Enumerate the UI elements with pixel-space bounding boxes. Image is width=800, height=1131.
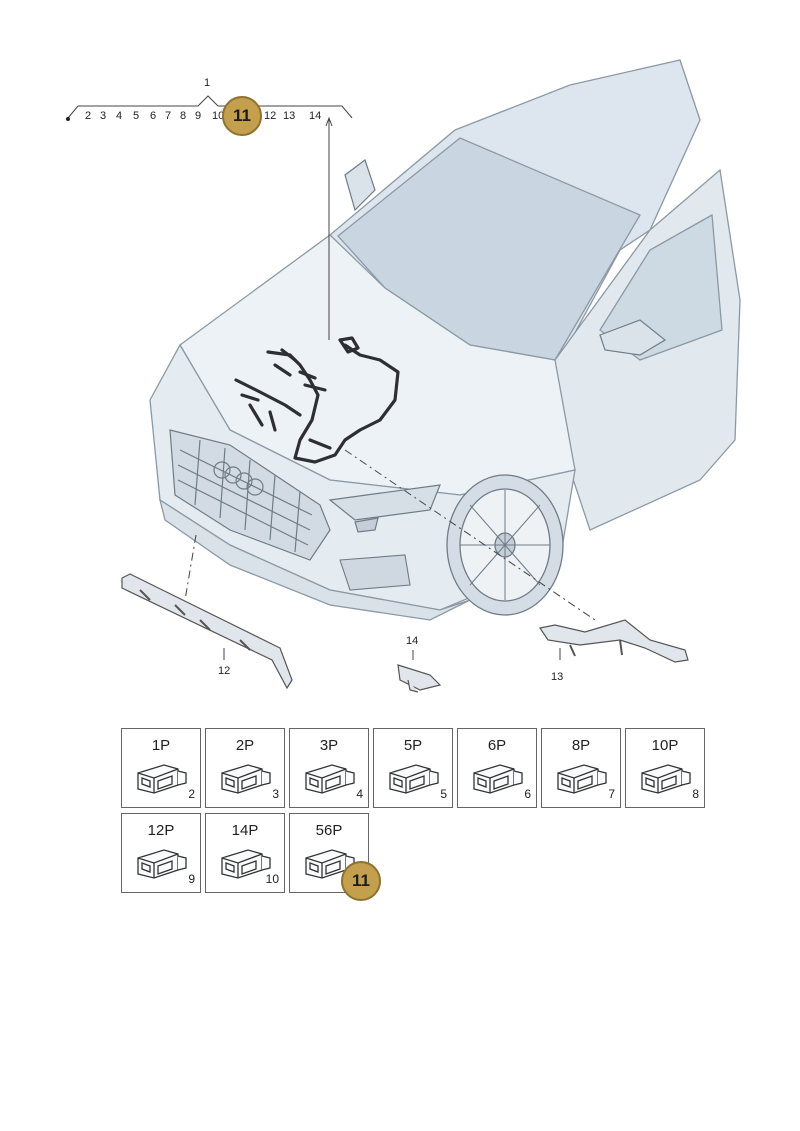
connector-part-number: 5 <box>440 787 447 801</box>
group-top-number: 1 <box>204 77 211 89</box>
group-number: 14 <box>309 110 322 122</box>
connector-box[interactable]: 1P 2 <box>121 728 201 808</box>
group-number: 2 <box>85 110 92 122</box>
bracket-start-dot <box>66 117 70 121</box>
connector-pin-count: 1P <box>151 737 171 754</box>
part-label-14: 14 <box>406 635 419 647</box>
connector-box[interactable]: 5P 5 <box>373 728 453 808</box>
group-number: 10 <box>212 110 225 122</box>
group-number: 9 <box>195 110 202 122</box>
connector-box[interactable]: 6P 6 <box>457 728 537 808</box>
part-label-13: 13 <box>551 671 564 683</box>
front-wheel <box>446 474 564 616</box>
group-number: 12 <box>264 110 277 122</box>
connector-box[interactable]: 14P 10 <box>205 813 285 893</box>
headlight <box>328 484 441 533</box>
connector-pin-count: 6P <box>487 737 507 754</box>
connector-box[interactable]: 2P 3 <box>205 728 285 808</box>
connector-part-number: 6 <box>524 787 531 801</box>
part-12-crossmember <box>121 573 293 690</box>
connector-pin-count: 12P <box>147 822 175 839</box>
connector-pin-count: 10P <box>651 737 679 754</box>
connector-box[interactable]: 3P 4 <box>289 728 369 808</box>
connector-pin-count: 2P <box>235 737 255 754</box>
connector-pin-count: 14P <box>231 822 259 839</box>
highlight-badge-top[interactable]: 11 <box>222 96 262 136</box>
group-number: 13 <box>283 110 296 122</box>
group-number: 5 <box>133 110 140 122</box>
part-13-bracket <box>539 619 689 663</box>
connector-part-number: 9 <box>188 872 195 886</box>
connector-pin-count: 56P <box>315 822 343 839</box>
group-number: 7 <box>165 110 172 122</box>
highlight-badge-bottom[interactable]: 11 <box>341 861 381 901</box>
front-grille <box>169 429 331 561</box>
part-label-12: 12 <box>218 665 231 677</box>
header-bracket <box>67 95 353 119</box>
connector-pin-count: 5P <box>403 737 423 754</box>
leader-lines <box>184 116 596 660</box>
connector-part-number: 10 <box>265 872 279 886</box>
fog-light <box>339 554 411 591</box>
group-number: 3 <box>100 110 107 122</box>
connector-pin-count: 3P <box>319 737 339 754</box>
car-body <box>149 59 741 621</box>
connector-pin-count: 8P <box>571 737 591 754</box>
connector-box[interactable]: 10P 8 <box>625 728 705 808</box>
connector-part-number: 4 <box>356 787 363 801</box>
connector-part-number: 2 <box>188 787 195 801</box>
connector-box[interactable]: 8P 7 <box>541 728 621 808</box>
group-number: 6 <box>150 110 157 122</box>
group-number: 8 <box>180 110 187 122</box>
part-14-clip <box>397 664 442 693</box>
connector-box[interactable]: 12P 9 <box>121 813 201 893</box>
group-number: 4 <box>116 110 123 122</box>
connector-part-number: 8 <box>692 787 699 801</box>
side-mirror <box>344 159 667 356</box>
connector-part-number: 3 <box>272 787 279 801</box>
connector-part-number: 7 <box>608 787 615 801</box>
wiring-harness <box>234 336 400 464</box>
